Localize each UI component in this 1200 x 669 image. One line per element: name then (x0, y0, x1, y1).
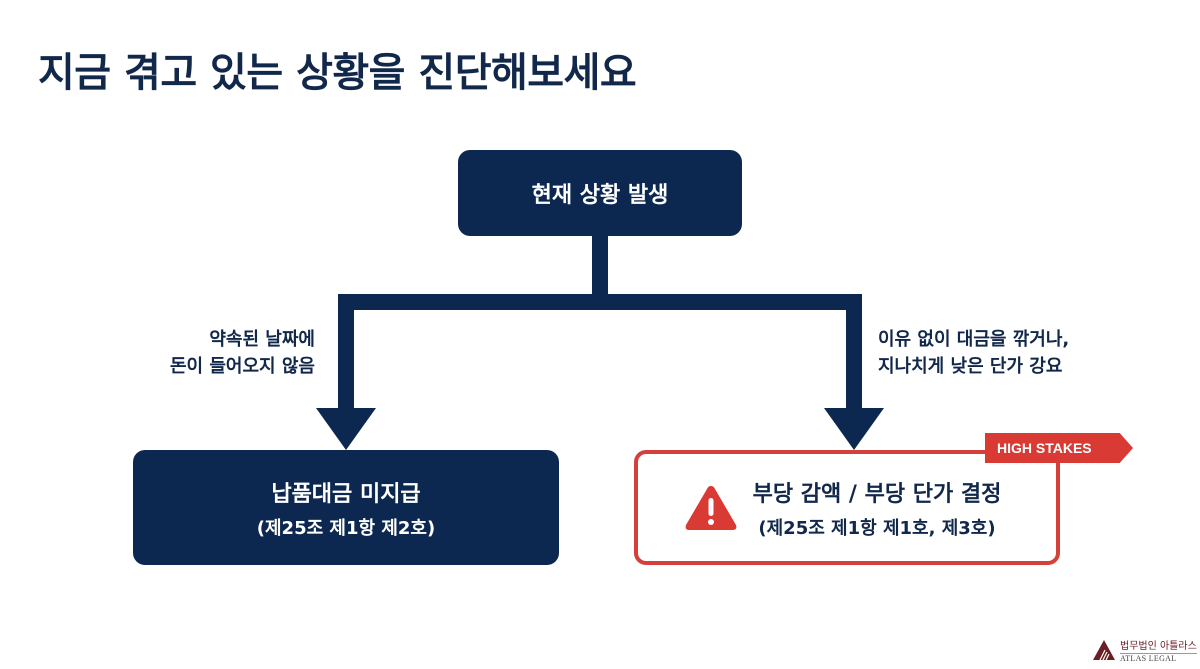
unfair-reduction-node: 부당 감액 / 부당 단가 결정 (제25조 제1항 제1호, 제3호) (634, 450, 1060, 565)
nonpayment-node: 납품대금 미지급 (제25조 제1항 제2호) (133, 450, 559, 565)
nonpayment-reference: (제25조 제1항 제2호) (256, 517, 436, 539)
right-stem (846, 294, 862, 410)
left-arrowhead (316, 408, 376, 450)
right-arrowhead (824, 408, 884, 450)
page-title: 지금 겪고 있는 상황을 진단해보세요 (38, 50, 637, 96)
nonpayment-label: 납품대금 미지급 (271, 481, 421, 507)
warning-triangle-icon (685, 485, 736, 530)
high-stakes-badge: HIGH STAKES (985, 433, 1133, 463)
unfair-reduction-reference: (제25조 제1항 제1호, 제3호) (758, 517, 996, 539)
branch-bar (338, 294, 862, 310)
atlas-logo-icon (1093, 640, 1115, 661)
left-stem (338, 294, 354, 410)
logo-english-name: ATLAS LEGAL (1120, 654, 1177, 663)
root-label: 현재 상황 발생 (531, 183, 669, 208)
right-condition-label: 이유 없이 대금을 깎거나, 지나치게 낮은 단가 강요 (878, 329, 1070, 377)
atlas-legal-logo: 법무법인 아틀라스 ATLAS LEGAL (1092, 637, 1197, 663)
root-stem (592, 236, 608, 308)
logo-korean-name: 법무법인 아틀라스 (1120, 637, 1197, 654)
root-node: 현재 상황 발생 (458, 150, 742, 236)
unfair-reduction-label: 부당 감액 / 부당 단가 결정 (752, 481, 1002, 507)
left-condition-label: 약속된 날짜에 돈이 들어오지 않음 (169, 329, 315, 377)
